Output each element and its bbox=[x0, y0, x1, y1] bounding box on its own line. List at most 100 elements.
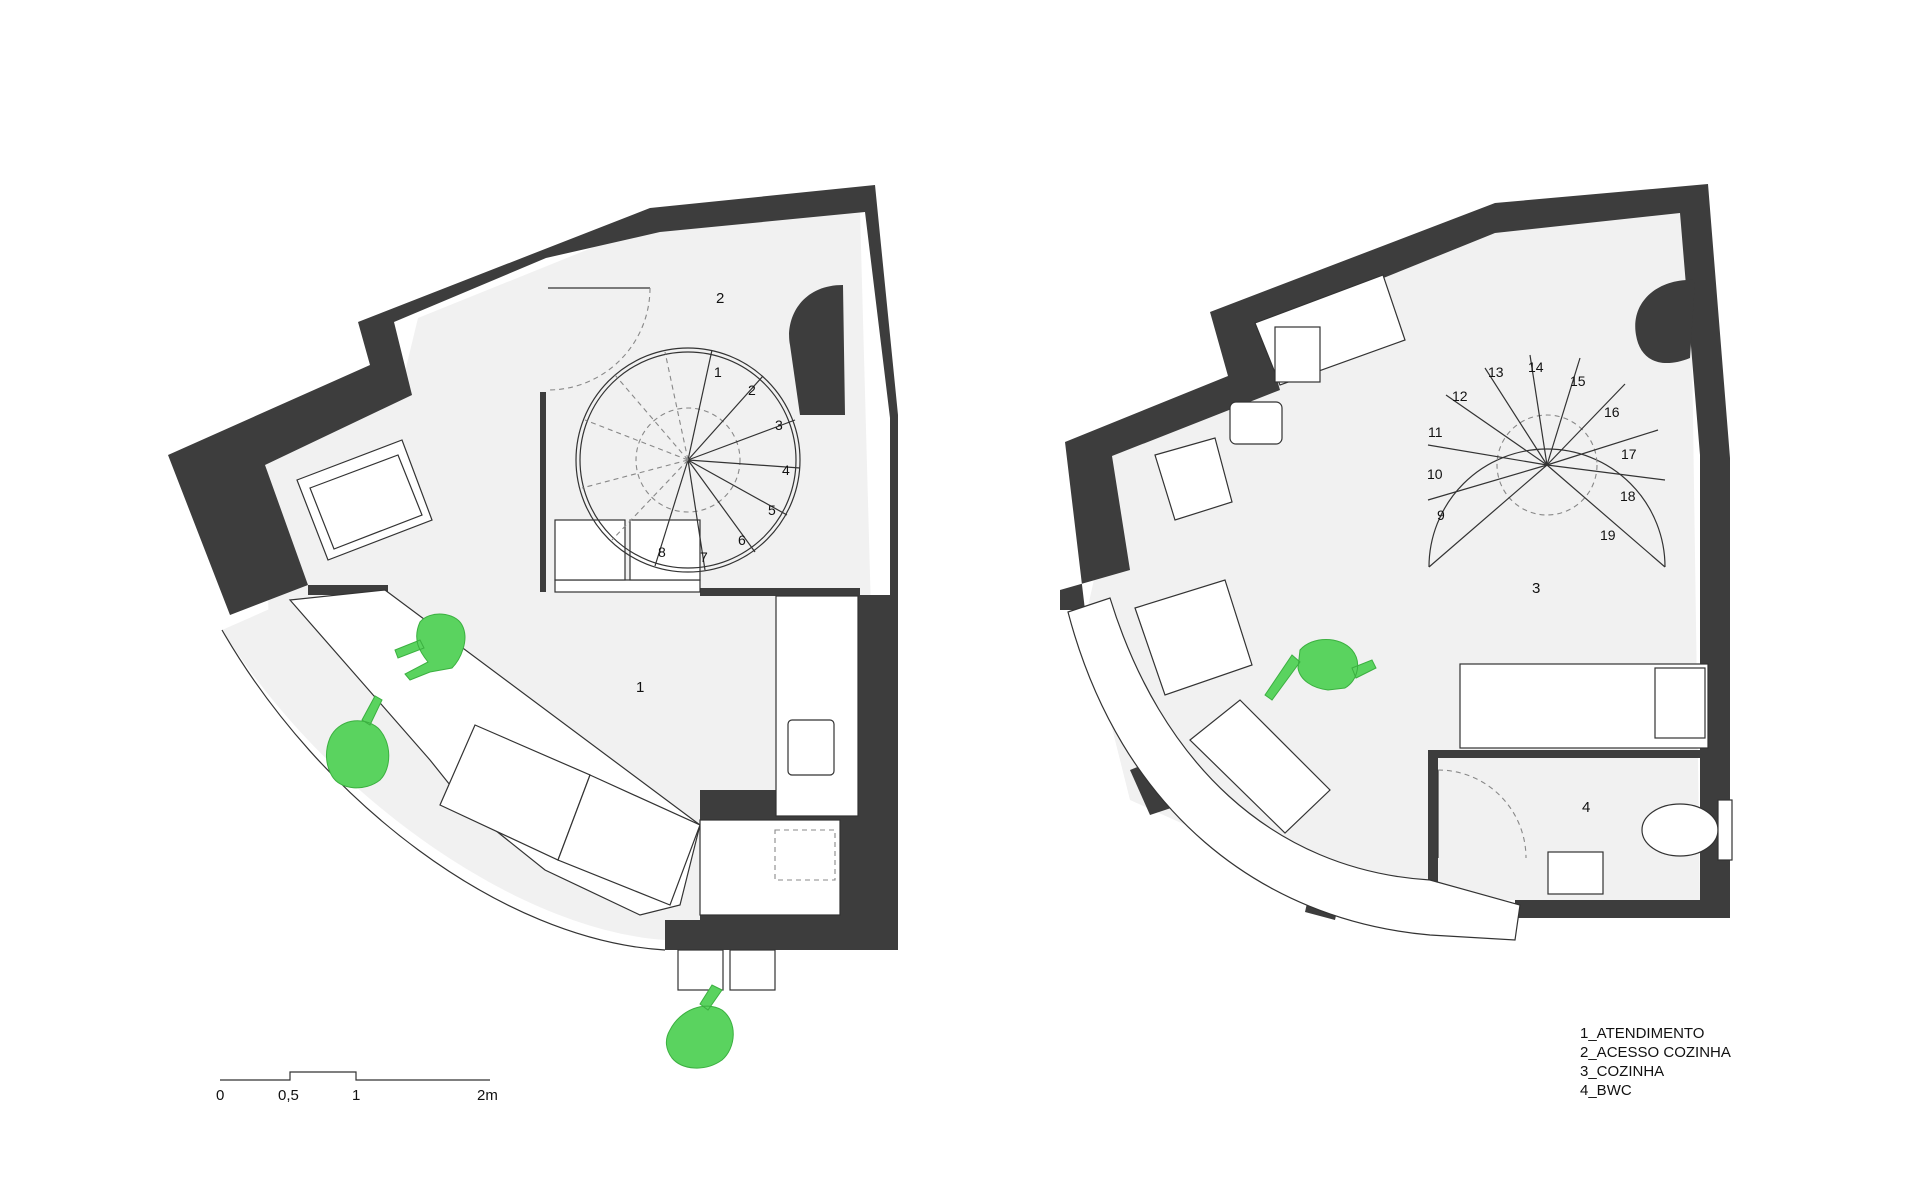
room-label-2: 2 bbox=[716, 290, 724, 307]
stair-step-number: 4 bbox=[782, 462, 790, 478]
ground-spiral-stair: 1 2 3 4 5 6 7 8 bbox=[575, 347, 801, 573]
upper-step-line bbox=[1546, 429, 1659, 466]
person-figure bbox=[326, 695, 390, 789]
stair-step-number: 12 bbox=[1452, 388, 1468, 404]
upper-outer-wall bbox=[1060, 184, 1730, 918]
ground-stair-outer bbox=[575, 347, 801, 573]
legend-item: 2_ACESSO COZINHA bbox=[1580, 1044, 1731, 1061]
ground-step-line-dashed bbox=[584, 419, 689, 461]
ground-step-line bbox=[687, 459, 801, 469]
upper-stair-arc bbox=[1428, 448, 1666, 568]
room-label-1: 1 bbox=[636, 679, 644, 696]
ground-counter bbox=[775, 595, 859, 817]
legend-item: 3_COZINHA bbox=[1580, 1063, 1664, 1080]
ground-step-line bbox=[687, 349, 713, 461]
upper-cabinet bbox=[1154, 437, 1233, 521]
stair-step-number: 3 bbox=[775, 417, 783, 433]
ground-stair-base bbox=[554, 579, 701, 593]
ground-stair-outer-2 bbox=[579, 351, 797, 569]
ground-step-line bbox=[687, 459, 756, 553]
ground-stair-inner bbox=[635, 407, 741, 513]
ground-step-line bbox=[687, 419, 796, 461]
upper-step-line bbox=[1427, 444, 1548, 466]
scale-label-1: 1 bbox=[352, 1087, 360, 1104]
stair-step-number: 9 bbox=[1437, 507, 1445, 523]
ground-stair-box-1 bbox=[554, 519, 626, 581]
stair-step-number: 7 bbox=[700, 549, 708, 565]
room-label-4: 4 bbox=[1582, 799, 1590, 816]
upper-bwc-wall-top bbox=[1428, 750, 1708, 758]
ground-entry-mat bbox=[699, 819, 841, 916]
ground-entry-dashed bbox=[774, 829, 836, 881]
ground-step-line bbox=[687, 459, 788, 516]
ground-column bbox=[789, 285, 845, 415]
upper-work-table bbox=[1189, 699, 1331, 834]
upper-sink bbox=[1229, 401, 1283, 445]
upper-stair-inner bbox=[1496, 414, 1598, 516]
ground-step-line bbox=[654, 459, 689, 567]
stair-step-number: 13 bbox=[1488, 364, 1504, 380]
scale-bar: 0 0,5 1 2m bbox=[216, 1071, 498, 1104]
stair-step-number: 14 bbox=[1528, 359, 1544, 375]
ground-door-swing bbox=[547, 287, 651, 391]
legend-item: 1_ATENDIMENTO bbox=[1580, 1025, 1704, 1042]
ground-step-line bbox=[687, 459, 706, 571]
room-label-3: 3 bbox=[1532, 580, 1540, 597]
stair-step-number: 1 bbox=[714, 364, 722, 380]
ground-partition-wall bbox=[540, 392, 546, 592]
ground-front-curve bbox=[221, 629, 666, 951]
person-figure bbox=[1264, 639, 1377, 701]
legend-item: 4_BWC bbox=[1580, 1082, 1632, 1099]
upper-column bbox=[1635, 279, 1695, 364]
stair-step-number: 16 bbox=[1604, 404, 1620, 420]
upper-step-line bbox=[1428, 464, 1548, 568]
ground-sink bbox=[787, 719, 835, 776]
upper-floor-plan: 9 10 11 12 13 14 15 16 17 18 19 3 4 bbox=[1060, 184, 1733, 941]
ground-step-line-dashed bbox=[614, 374, 689, 461]
ground-display-case-2 bbox=[557, 774, 701, 906]
upper-kitchen-sink bbox=[1654, 667, 1706, 739]
scale-label-2m: 2m bbox=[477, 1087, 498, 1104]
room-legend: 1_ATENDIMENTO 2_ACESSO COZINHA 3_COZINHA… bbox=[1580, 1025, 1731, 1099]
stair-step-number: 8 bbox=[658, 544, 666, 560]
upper-shelf-box bbox=[1274, 326, 1321, 383]
upper-step-line bbox=[1546, 464, 1666, 568]
ground-step-line-dashed bbox=[611, 459, 689, 541]
scale-bar-line bbox=[220, 1071, 490, 1081]
upper-bwc-door-swing bbox=[1437, 769, 1527, 859]
ground-step-line-dashed bbox=[664, 351, 689, 461]
person-figure bbox=[665, 984, 734, 1069]
ground-floor-plan: 1 2 3 4 5 6 7 8 2 1 bbox=[168, 185, 898, 1069]
stair-step-number: 10 bbox=[1427, 466, 1443, 482]
upper-bwc-sink bbox=[1547, 851, 1604, 895]
upper-spiral-stair: 9 10 11 12 13 14 15 16 17 18 19 bbox=[1427, 354, 1666, 568]
upper-step-line bbox=[1484, 367, 1548, 466]
upper-step-line bbox=[1445, 394, 1548, 466]
upper-step-line bbox=[1546, 464, 1666, 481]
upper-step-line bbox=[1427, 464, 1548, 501]
ground-front-wall-stub bbox=[308, 585, 388, 595]
ground-step-right bbox=[729, 949, 776, 991]
ground-step-line-dashed bbox=[581, 459, 689, 489]
upper-front-counter bbox=[1067, 597, 1521, 941]
ground-outer-wall bbox=[168, 185, 898, 950]
upper-step-line bbox=[1546, 383, 1626, 466]
upper-bwc-wall-left bbox=[1428, 750, 1438, 900]
ground-step-left bbox=[677, 949, 724, 991]
upper-step-line bbox=[1529, 354, 1548, 466]
person-figure bbox=[394, 613, 466, 681]
upper-toilet-tank bbox=[1717, 799, 1733, 861]
stair-step-number: 15 bbox=[1570, 373, 1586, 389]
stair-step-number: 2 bbox=[748, 382, 756, 398]
ground-kitchen-wall bbox=[700, 588, 860, 596]
upper-step-line bbox=[1546, 357, 1581, 466]
scale-label-0: 0 bbox=[216, 1087, 224, 1104]
stair-step-number: 11 bbox=[1428, 424, 1443, 440]
scale-label-half: 0,5 bbox=[278, 1087, 299, 1104]
upper-table bbox=[1134, 579, 1253, 696]
stair-step-number: 19 bbox=[1600, 527, 1616, 543]
stair-step-number: 18 bbox=[1620, 488, 1636, 504]
ground-cabinet-inner bbox=[309, 454, 423, 550]
stair-step-number: 17 bbox=[1621, 446, 1637, 462]
